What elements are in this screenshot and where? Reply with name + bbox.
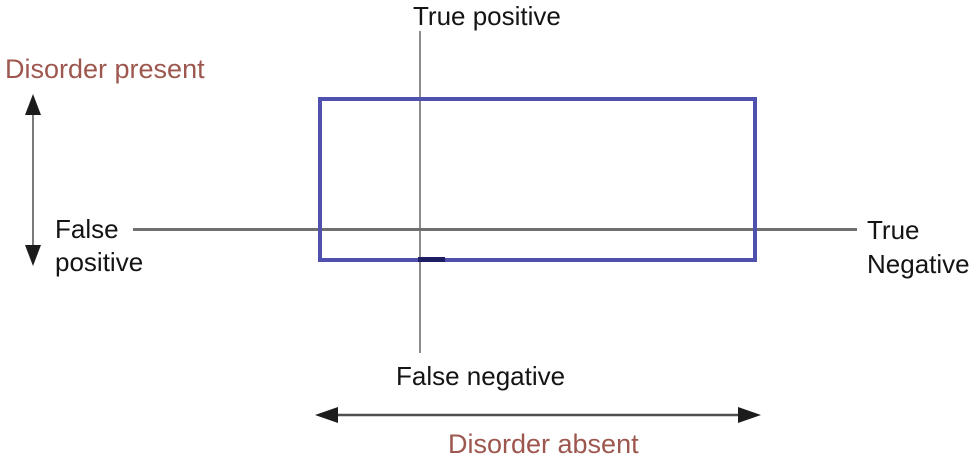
disorder-absent-label: Disorder absent <box>448 429 639 459</box>
disorder-present-label: Disorder present <box>5 54 205 84</box>
vertical-axis-line <box>419 31 421 353</box>
vertical-double-arrow-icon <box>25 94 41 266</box>
false-positive-label: False positive <box>55 214 144 277</box>
false-negative-label: False negative <box>396 361 566 391</box>
threshold-rectangle <box>318 97 757 262</box>
rectangle-bottom-dark-segment <box>418 257 445 262</box>
horizontal-axis-line <box>133 228 857 231</box>
true-positive-label: True positive <box>413 1 561 31</box>
true-negative-label: True Negative <box>867 215 970 279</box>
horizontal-double-arrow-icon <box>315 407 761 423</box>
